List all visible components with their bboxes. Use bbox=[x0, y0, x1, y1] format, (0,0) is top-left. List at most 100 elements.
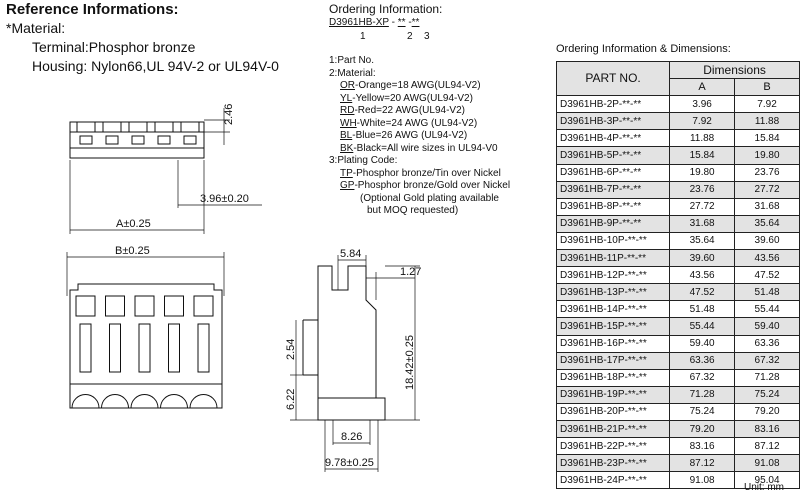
plating-optional-note: (Optional Gold plating available bbox=[360, 192, 499, 204]
material-item: RD-Red=22 AWG(UL94-V2) bbox=[329, 105, 510, 118]
dim-1-27: 1.27 bbox=[400, 266, 421, 278]
dim-3-96: 3.96±0.20 bbox=[200, 193, 249, 205]
cavity-window bbox=[134, 295, 155, 317]
plating-code: GP bbox=[340, 180, 355, 191]
dim-a-cell: 35.64 bbox=[669, 231, 736, 251]
dimensions-header: Dimensions bbox=[669, 60, 800, 80]
col-b-header: B bbox=[734, 78, 800, 97]
material-item: WH-White=24 AWG (UL94-V2) bbox=[329, 118, 510, 131]
material-desc: -Yellow=20 AWG(UL94-V2) bbox=[352, 92, 473, 104]
dim-9-78: 9.78±0.25 bbox=[325, 457, 374, 469]
dim-6-22: 6.22 bbox=[285, 389, 297, 410]
ordering-code: D3961HB-XP - ** -** bbox=[329, 17, 419, 28]
part-no-cell: D3961HB-21P-**-** bbox=[555, 419, 671, 439]
part-no-cell: D3961HB-2P-**-** bbox=[555, 95, 671, 114]
plating-item: TP-Phosphor bronze/Tin over Nickel bbox=[329, 168, 510, 181]
material-item: YL-Yellow=20 AWG(UL94-V2) bbox=[329, 93, 510, 106]
code-part: D3961HB-XP bbox=[329, 17, 389, 28]
dim-b-cell: 35.64 bbox=[734, 214, 800, 233]
dim-b-cell: 75.24 bbox=[734, 385, 800, 404]
part-no-cell: D3961HB-14P-**-** bbox=[555, 300, 671, 319]
cavity-window bbox=[75, 295, 96, 317]
terminal-slot bbox=[105, 135, 119, 145]
table-title: Ordering Information & Dimensions: bbox=[556, 43, 731, 55]
code-index-2: 2 bbox=[407, 31, 413, 42]
material-desc: -Orange=18 AWG(UL94-V2) bbox=[355, 80, 481, 91]
plating-optional-note: but MOQ requested) bbox=[367, 205, 459, 216]
material-code: RD bbox=[340, 105, 355, 116]
dim-b-cell: 91.08 bbox=[734, 454, 800, 473]
note-part-no: 1:Part No. bbox=[329, 55, 375, 66]
front-view bbox=[66, 252, 225, 409]
part-no-cell: D3961HB-20P-**-** bbox=[555, 402, 671, 421]
dim-a-cell: 47.52 bbox=[669, 283, 736, 302]
ordering-title: Ordering Information: bbox=[329, 2, 443, 16]
dim-b-cell: 95.04 bbox=[734, 471, 800, 490]
part-no-cell: D3961HB-19P-**-** bbox=[555, 385, 671, 404]
unit-label: Unit: mm bbox=[744, 482, 784, 493]
dim-a-cell: 15.84 bbox=[669, 146, 736, 165]
part-no-cell: D3961HB-12P-**-** bbox=[555, 266, 671, 285]
cavity-window bbox=[193, 295, 214, 317]
part-no-cell: D3961HB-9P-**-** bbox=[555, 214, 671, 233]
dim-a-cell: 31.68 bbox=[669, 214, 736, 233]
material-code: WH bbox=[340, 117, 357, 129]
part-no-cell: D3961HB-17P-**-** bbox=[555, 351, 671, 370]
contact-slot bbox=[138, 323, 151, 373]
code-material: ** bbox=[397, 17, 406, 28]
part-no-cell: D3961HB-23P-**-** bbox=[555, 454, 671, 473]
dim-a-cell: 19.80 bbox=[669, 163, 736, 182]
dim-a-cell: 91.08 bbox=[669, 471, 736, 490]
material-desc: -White=24 AWG (UL94-V2) bbox=[356, 117, 478, 129]
part-no-cell: D3961HB-16P-**-** bbox=[555, 334, 671, 353]
latch-tooth bbox=[102, 121, 122, 133]
dim-b-cell: 39.60 bbox=[734, 231, 800, 251]
dim-b-cell: 71.28 bbox=[734, 368, 800, 387]
contact-arc bbox=[189, 394, 218, 409]
code-plating: ** bbox=[411, 17, 420, 28]
part-no-header: PART NO. bbox=[555, 60, 671, 97]
terminal-material: Terminal:Phosphor bronze bbox=[32, 39, 196, 55]
contact-arc bbox=[160, 394, 188, 409]
dim-b-cell: 51.48 bbox=[734, 283, 800, 302]
note-material: 2:Material: bbox=[329, 67, 376, 79]
dim-a: A±0.25 bbox=[116, 218, 151, 230]
part-no-cell: D3961HB-10P-**-** bbox=[555, 231, 671, 251]
latch-tooth bbox=[154, 121, 174, 133]
part-no-cell: D3961HB-24P-**-** bbox=[555, 471, 671, 490]
material-desc: -Black=All wire sizes in UL94-V0 bbox=[353, 142, 498, 154]
dim-b-cell: 67.32 bbox=[734, 351, 800, 370]
cavity-window bbox=[105, 295, 125, 317]
dim-a-cell: 39.60 bbox=[669, 249, 736, 268]
ordering-notes: 1:Part No. 2:Material: OR-Orange=18 AWG(… bbox=[329, 55, 510, 218]
dim-a-cell: 63.36 bbox=[669, 351, 736, 370]
part-no-cell: D3961HB-8P-**-** bbox=[555, 197, 671, 216]
dim-a-cell: 7.92 bbox=[669, 112, 736, 131]
code-separator: - bbox=[388, 17, 398, 28]
part-no-cell: D3961HB-7P-**-** bbox=[555, 180, 671, 199]
contact-slot bbox=[168, 323, 180, 373]
dim-a-cell: 87.12 bbox=[669, 454, 736, 473]
dim-a-cell: 75.24 bbox=[669, 402, 736, 421]
code-separator: - bbox=[405, 17, 412, 28]
dim-b-cell: 55.44 bbox=[734, 300, 800, 319]
dim-5-84: 5.84 bbox=[340, 248, 361, 260]
dim-b-cell: 83.16 bbox=[734, 419, 800, 439]
terminal-slot bbox=[131, 135, 145, 145]
material-code: BL bbox=[340, 130, 353, 141]
material-code: YL bbox=[340, 92, 353, 104]
latch-tooth bbox=[180, 121, 200, 133]
part-no-cell: D3961HB-18P-**-** bbox=[555, 368, 671, 387]
dimensions-table: PART NO. Dimensions A B D3961HB-2P-**-**… bbox=[555, 60, 800, 490]
terminal-slot bbox=[183, 135, 197, 145]
